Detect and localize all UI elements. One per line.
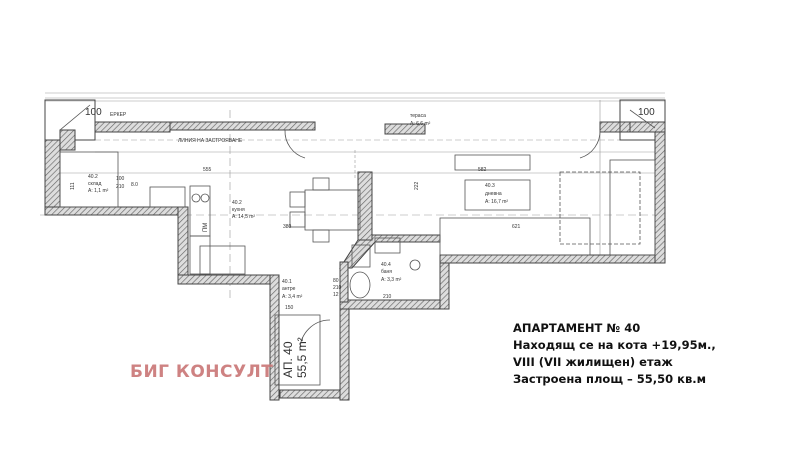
- room-area: A: 3,4 m²: [282, 294, 303, 300]
- room-area: A: 3,3 m²: [381, 277, 402, 283]
- room-label-box: [464, 179, 531, 211]
- terrace-area: A: 6,6 m²: [410, 121, 431, 127]
- title-elevation: Находящ се на кота +19,95м.,: [513, 338, 716, 352]
- armchair: [609, 159, 656, 256]
- door-swing: [284, 129, 306, 159]
- apartment-number: АП. 40: [281, 341, 295, 378]
- furniture: [59, 104, 656, 386]
- entry-door-swing: [299, 319, 331, 351]
- room-id: 40.2: [88, 174, 98, 180]
- apartment-area: 55,5 m²: [295, 337, 309, 378]
- balcony-right-label: 100: [638, 107, 655, 118]
- dimension: 150: [285, 305, 294, 311]
- balcony-left-label: 100: [85, 107, 102, 118]
- room-id: 40.4: [381, 262, 391, 268]
- terrace-name: тераса: [410, 113, 426, 119]
- dimension: 621: [512, 224, 521, 230]
- room-area: A: 16,7 m²: [485, 199, 508, 205]
- storage-outline: [59, 151, 119, 208]
- shower: [409, 259, 421, 271]
- title-block: АПАРТАМЕНТ № 40 Находящ се на кота +19,9…: [513, 320, 716, 388]
- rug: [559, 171, 641, 245]
- building-line-label: ЛИНИЯ НА ЗАСТРОЯВАНЕ: [178, 138, 243, 144]
- labels: 100 100 ЕРКЕР ЛИНИЯ НА ЗАСТРОЯВАНЕ терас…: [70, 107, 655, 378]
- dimension: 555: [203, 167, 212, 173]
- bay-label: ЕРКЕР: [110, 112, 127, 118]
- washing-machine: [351, 244, 371, 268]
- room-id: 40.1: [282, 279, 292, 285]
- washbasin: [374, 237, 401, 254]
- sink: [199, 245, 246, 275]
- dimension: 582: [478, 167, 487, 173]
- room-name: склад: [88, 181, 101, 187]
- dimension: 80: [333, 278, 339, 284]
- room-id: 40.3: [485, 183, 495, 189]
- room-name: антре: [282, 286, 296, 292]
- dimension: 8.0: [131, 182, 138, 188]
- kitchen-counter: [149, 186, 186, 208]
- dimension: 222: [414, 181, 420, 190]
- room-area: A: 14,5 m²: [232, 214, 255, 220]
- room-id: 40.2: [232, 200, 242, 206]
- dimension: ПМ: [203, 223, 209, 232]
- tv-unit: [454, 154, 531, 171]
- dimension: 111: [70, 182, 76, 190]
- room-name: дневна: [485, 191, 502, 197]
- sofa: [439, 217, 591, 256]
- room-area: A: 1,1 m²: [88, 188, 109, 194]
- room-name: кухня: [232, 207, 245, 213]
- dimension: 12: [333, 292, 339, 298]
- toilet: [349, 271, 371, 299]
- dimension: 210: [383, 294, 392, 300]
- title-apartment: АПАРТАМЕНТ № 40: [513, 321, 641, 335]
- dining-table: [304, 189, 361, 231]
- stair-arrow: [59, 104, 91, 131]
- walls: [44, 99, 666, 401]
- watermark-logo: БИГ КОНСУЛТ: [130, 362, 274, 382]
- door-swing: [579, 129, 601, 159]
- dimension: 210: [333, 285, 342, 291]
- apartment-tag-box: [274, 314, 321, 386]
- title-built-area: Застроена площ – 55,50 кв.м: [513, 372, 707, 386]
- dimension: 380: [283, 224, 292, 230]
- dimension: 210: [116, 184, 125, 190]
- dimension: 100: [116, 176, 125, 182]
- title-floor: VIII (VII жилищен) етаж: [513, 355, 673, 369]
- room-name: баня: [381, 269, 392, 275]
